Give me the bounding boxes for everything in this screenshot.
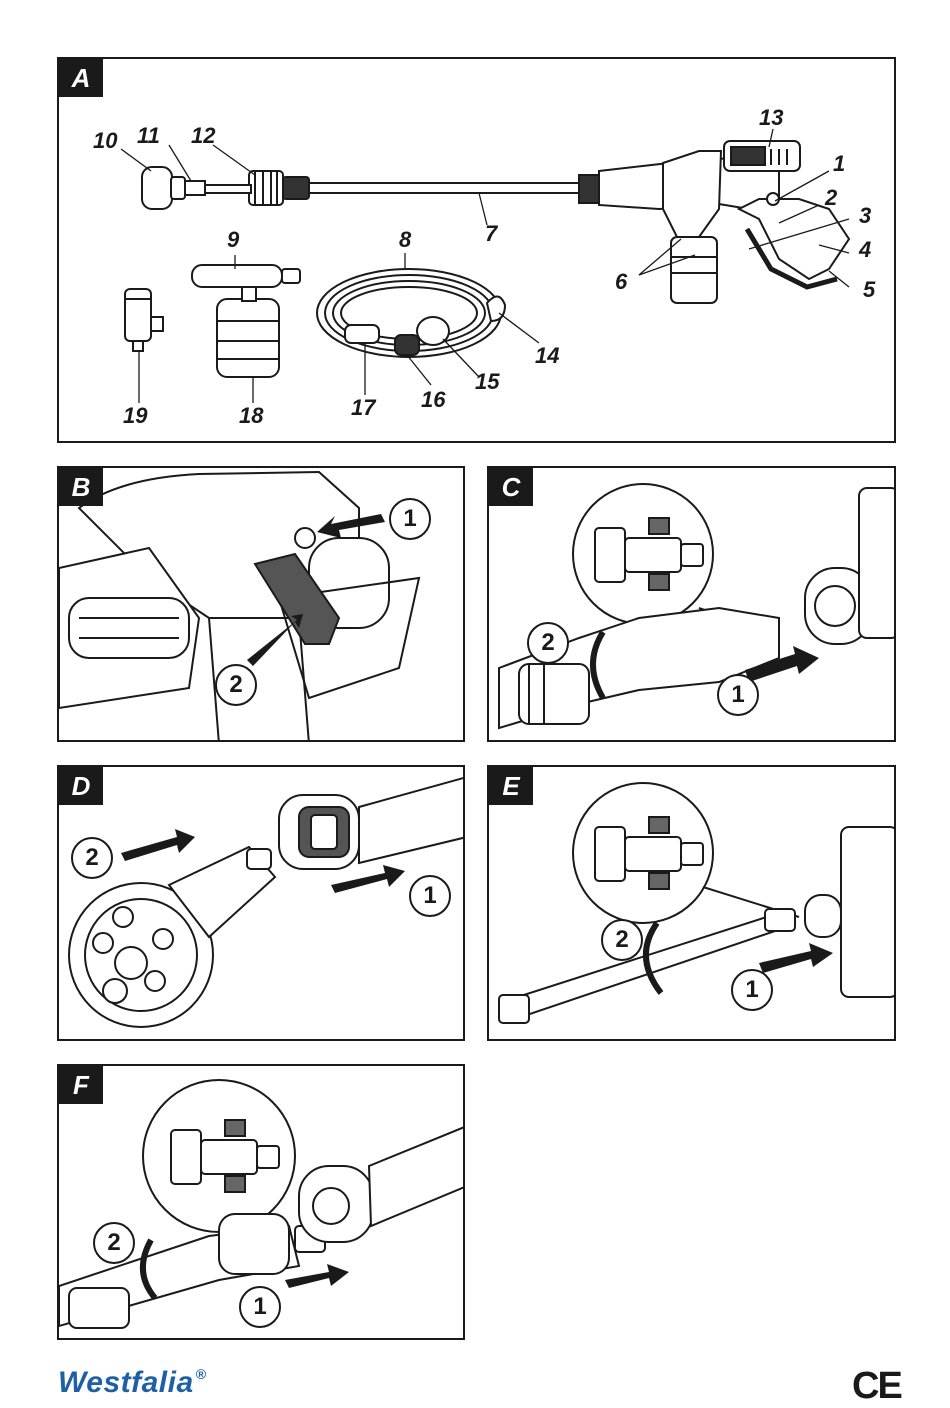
attach-extension-illustration xyxy=(489,767,896,1041)
ce-mark: CE xyxy=(852,1365,901,1408)
part-label-10: 10 xyxy=(93,130,117,152)
part-label-8: 8 xyxy=(399,229,411,251)
brand-name: Westfalia xyxy=(58,1366,194,1399)
panel-tag: F xyxy=(59,1066,103,1104)
lance-icon xyxy=(309,183,579,193)
panel-tag: A xyxy=(59,59,103,97)
attach-nozzle-illustration xyxy=(59,767,465,1041)
part-label-16: 16 xyxy=(421,389,445,411)
part-label-9: 9 xyxy=(227,229,239,251)
brand-logo: Westfalia® xyxy=(58,1366,207,1400)
registered-mark: ® xyxy=(196,1366,207,1382)
step-1-marker: 1 xyxy=(389,498,431,540)
arrow-icon xyxy=(121,829,195,861)
part-label-7: 7 xyxy=(485,223,497,245)
part-label-1: 1 xyxy=(833,153,845,175)
part-label-18: 18 xyxy=(239,405,263,427)
panel-tag: D xyxy=(59,767,103,805)
step-2-marker: 2 xyxy=(215,664,257,706)
panel-tag: C xyxy=(489,468,533,506)
part-label-19: 19 xyxy=(123,405,147,427)
step-1-marker: 1 xyxy=(239,1286,281,1328)
step-1-marker: 1 xyxy=(409,875,451,917)
step-2-marker: 2 xyxy=(527,622,569,664)
panel-tag: B xyxy=(59,468,103,506)
step-2-marker: 2 xyxy=(93,1222,135,1264)
part-label-15: 15 xyxy=(475,371,499,393)
part-label-17: 17 xyxy=(351,397,375,419)
panel-c-attach-lance: C 2 1 xyxy=(487,466,896,742)
panel-e-attach-extension: E 2 1 xyxy=(487,765,896,1041)
step-1-marker: 1 xyxy=(717,674,759,716)
part-label-3: 3 xyxy=(859,205,871,227)
panel-b-attach-bottle: B 1 2 xyxy=(57,466,465,742)
panel-a-parts-overview: A xyxy=(57,57,896,443)
part-label-5: 5 xyxy=(863,279,875,301)
panel-tag: E xyxy=(489,767,533,805)
part-label-4: 4 xyxy=(859,239,871,261)
detergent-bottle-icon xyxy=(217,299,279,377)
attach-lance-illustration xyxy=(489,468,896,742)
part-label-13: 13 xyxy=(759,107,783,129)
part-label-14: 14 xyxy=(535,345,559,367)
step-2-marker: 2 xyxy=(601,919,643,961)
nozzle-head-icon xyxy=(142,167,172,209)
step-1-marker: 1 xyxy=(731,969,773,1011)
panel-f-attach-lance-to-extension: F 2 1 xyxy=(57,1064,465,1340)
step-2-marker: 2 xyxy=(71,837,113,879)
part-label-6: 6 xyxy=(615,271,627,293)
panel-d-attach-nozzle: D 2 1 xyxy=(57,765,465,1041)
part-label-2: 2 xyxy=(825,187,837,209)
part-label-12: 12 xyxy=(191,125,215,147)
part-label-11: 11 xyxy=(137,125,160,147)
